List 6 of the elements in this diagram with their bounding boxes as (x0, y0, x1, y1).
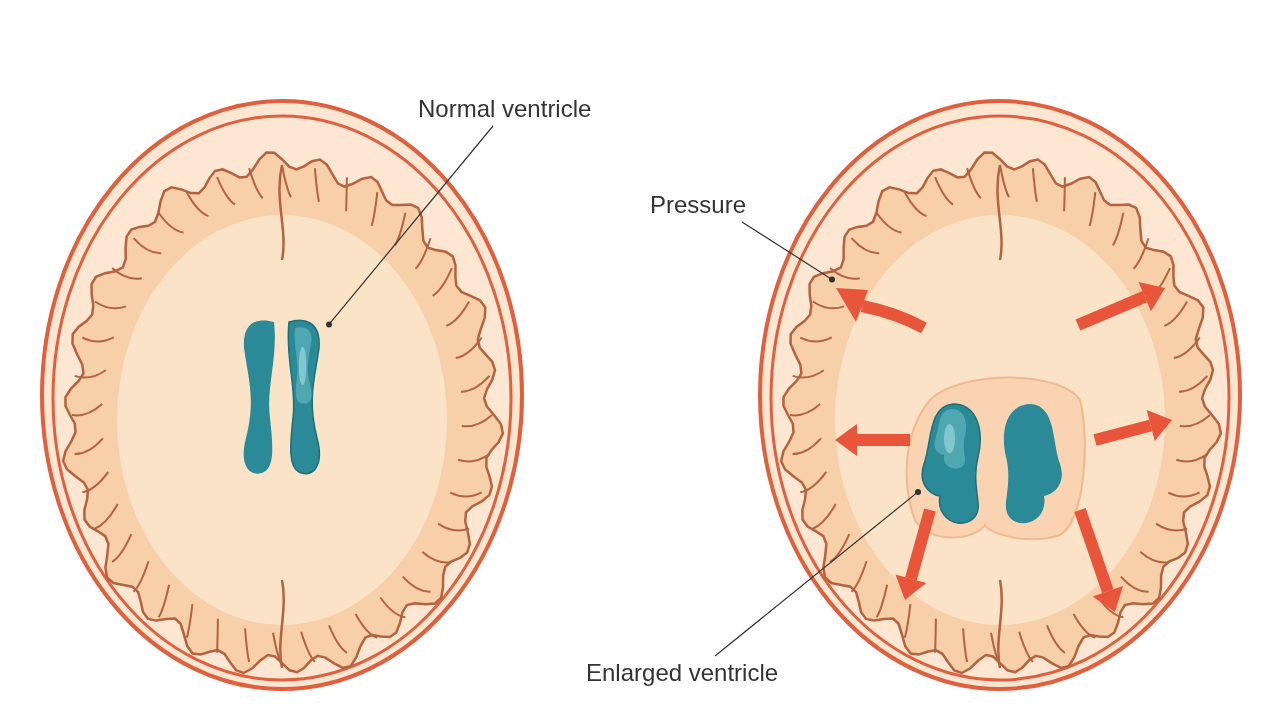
leader-line (714, 488, 921, 657)
callout-label: Normal ventricle (418, 92, 640, 126)
leader-line (741, 221, 835, 283)
leader-line (326, 125, 494, 328)
callout-label: Enlarged ventricle (586, 656, 826, 690)
callout-label: Pressure (650, 188, 762, 222)
